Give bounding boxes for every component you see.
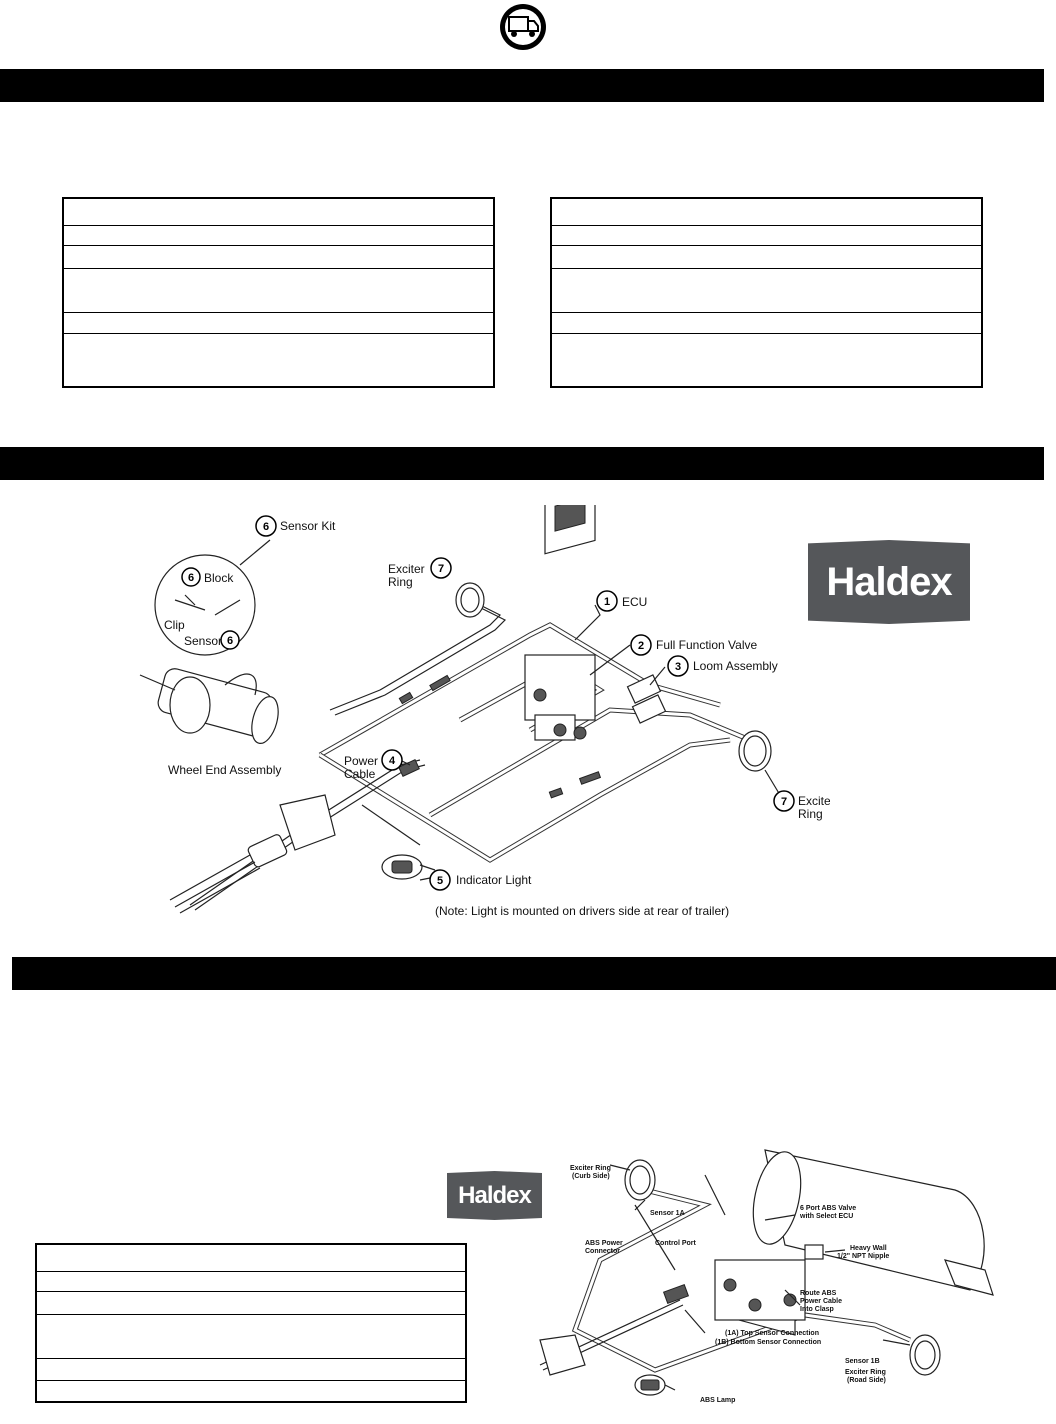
table-row xyxy=(552,226,981,246)
label-nipple-2: 1/2" NPT Nipple xyxy=(837,1253,889,1260)
table-row xyxy=(552,269,981,313)
callout-6-sensor-kit: 6 xyxy=(255,515,277,537)
label-abs-power: ABS Power xyxy=(585,1240,623,1247)
label-clip: Clip xyxy=(164,618,185,632)
callout-4-power: 4 xyxy=(381,749,403,771)
loom-assembly xyxy=(626,674,667,724)
svg-text:5: 5 xyxy=(437,875,443,887)
callout-7-exciter-right: 7 xyxy=(773,790,795,812)
svg-text:7: 7 xyxy=(438,563,444,575)
label-power-2: Cable xyxy=(344,767,376,781)
label-abs-lamp: ABS Lamp xyxy=(700,1397,735,1404)
label-block: Block xyxy=(204,571,234,585)
label-nipple: Heavy Wall xyxy=(850,1245,887,1252)
installation-diagram: Exciter Ring (Curb Side) Sensor 1A ABS P… xyxy=(539,1149,994,1404)
sensor-kit-detail xyxy=(154,554,256,656)
svg-text:6: 6 xyxy=(263,521,269,533)
parts-table-bottom xyxy=(35,1243,467,1403)
table-row xyxy=(552,246,981,269)
section-bar-3 xyxy=(12,957,1056,990)
label-route-3: Into Clasp xyxy=(800,1306,834,1313)
label-exciter-curb-2: (Curb Side) xyxy=(572,1173,610,1180)
label-exciter-right-2: Ring xyxy=(798,807,823,821)
label-sensor: Sensor xyxy=(184,634,222,648)
table-row xyxy=(64,313,493,334)
table-row xyxy=(37,1315,465,1359)
table-row xyxy=(37,1292,465,1315)
label-top-sensor: (1A) Top Sensor Connection xyxy=(725,1330,819,1337)
svg-text:3: 3 xyxy=(675,661,681,673)
table-row xyxy=(64,246,493,269)
table-row xyxy=(552,334,981,356)
table-row xyxy=(37,1245,465,1272)
npt-nipple xyxy=(804,1244,824,1260)
label-exciter-road-2: (Road Side) xyxy=(847,1377,886,1384)
label-sensor-kit: Sensor Kit xyxy=(280,519,336,533)
haldex-logo: Haldex xyxy=(808,540,970,624)
svg-text:6: 6 xyxy=(227,635,233,647)
svg-text:7: 7 xyxy=(781,796,787,808)
label-valve-2: with Select ECU xyxy=(799,1213,853,1220)
wheel-end-assembly xyxy=(139,668,279,744)
callout-3-loom: 3 xyxy=(667,655,689,677)
label-exciter-right: Exciter xyxy=(798,794,830,808)
table-row xyxy=(552,313,981,334)
abs-valve-ecu xyxy=(714,1259,806,1336)
callout-2-valve: 2 xyxy=(630,634,652,656)
table-row xyxy=(37,1381,465,1401)
power-cable xyxy=(169,759,426,914)
callout-6-sensor: 6 xyxy=(220,630,240,650)
callout-1-ecu: 1 xyxy=(596,590,618,612)
parts-table-right xyxy=(550,197,983,388)
callout-5-indicator: 5 xyxy=(429,869,451,891)
truck-icon xyxy=(498,2,548,52)
ecu-valve-assembly xyxy=(524,505,596,741)
svg-text:2: 2 xyxy=(638,640,644,652)
callout-6-block: 6 xyxy=(181,567,201,587)
abs-system-diagram: 6 6 6 7 1 2 3 4 5 7 Sensor Kit Block Cli… xyxy=(139,505,830,918)
label-exciter-left-2: Ring xyxy=(388,575,413,589)
haldex-logo-small: Haldex xyxy=(447,1171,542,1220)
label-exciter-left: Exciter xyxy=(388,562,425,576)
label-valve: 6 Port ABS Valve xyxy=(800,1205,856,1212)
label-exciter-road: Exciter Ring xyxy=(845,1369,886,1376)
parts-table-left xyxy=(62,197,495,388)
label-indicator: Indicator Light xyxy=(456,873,532,887)
svg-text:4: 4 xyxy=(389,755,396,767)
label-route-2: Power Cable xyxy=(800,1298,842,1305)
table-row xyxy=(64,199,493,226)
table-row xyxy=(64,334,493,356)
section-bar-1 xyxy=(0,69,1044,102)
table-row xyxy=(64,269,493,313)
label-sensor-1b: Sensor 1B xyxy=(845,1358,880,1365)
label-control-port: Control Port xyxy=(655,1240,696,1247)
table-row xyxy=(37,1359,465,1381)
callout-7-exciter-left: 7 xyxy=(430,557,452,579)
label-wheel-end: Wheel End Assembly xyxy=(168,763,281,777)
table-row xyxy=(552,199,981,226)
air-tank xyxy=(752,1149,994,1296)
label-exciter-curb: Exciter Ring xyxy=(570,1165,611,1172)
label-power: Power xyxy=(344,754,378,768)
svg-text:1: 1 xyxy=(604,596,610,608)
label-route: Route ABS xyxy=(800,1290,837,1297)
label-loom: Loom Assembly xyxy=(693,659,778,673)
label-abs-power-2: Connector xyxy=(585,1248,620,1255)
table-row xyxy=(64,226,493,246)
label-sensor-1a: Sensor 1A xyxy=(650,1210,685,1217)
svg-text:6: 6 xyxy=(188,572,194,584)
indicator-light xyxy=(361,804,436,880)
section-bar-2 xyxy=(0,447,1044,480)
label-bottom-sensor: (1B) Bottom Sensor Connection xyxy=(715,1339,821,1346)
label-ffv: Full Function Valve xyxy=(656,638,757,652)
table-row xyxy=(37,1272,465,1292)
label-note: (Note: Light is mounted on drivers side … xyxy=(435,904,729,918)
label-ecu: ECU xyxy=(622,595,647,609)
